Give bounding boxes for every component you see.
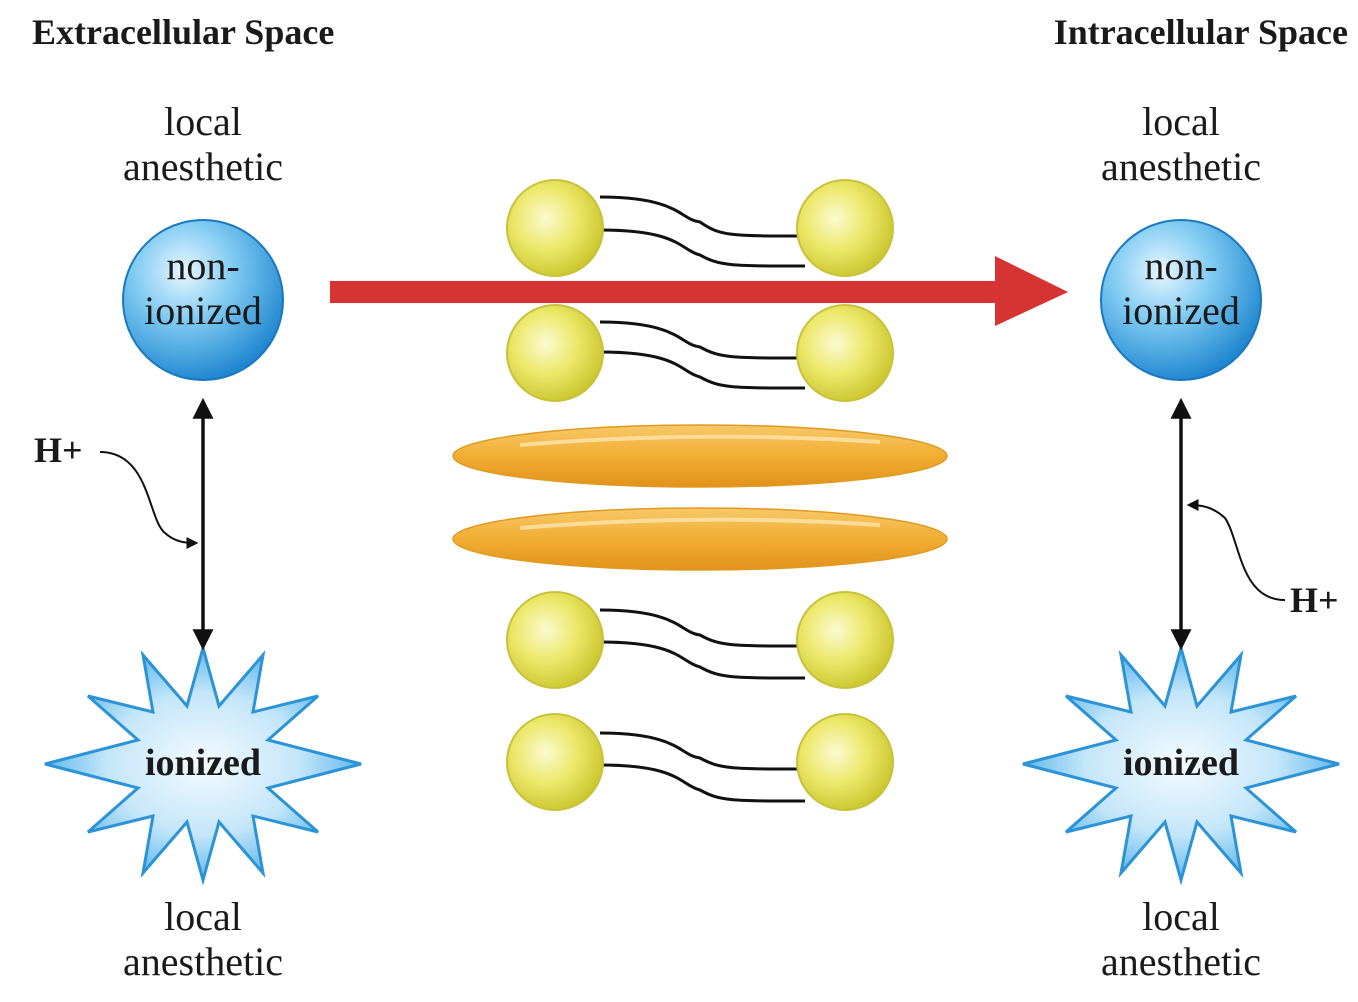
extracellular-title: Extracellular Space — [32, 12, 335, 52]
intracellular-title: Intracellular Space — [1053, 12, 1348, 52]
ionized-star-right — [1022, 642, 1340, 886]
ionized-label-left: ionized — [144, 742, 262, 784]
local-anesthetic-label-top-left: local anesthetic — [123, 99, 283, 189]
non-ionized-label-left: non- ionized — [144, 243, 262, 333]
membrane-ellipse-1 — [452, 424, 948, 488]
lipid-group-1 — [506, 179, 894, 277]
non-ionized-molecule-right — [1100, 219, 1262, 381]
lipid-group-2 — [506, 304, 894, 402]
proton-label-right: H+ — [1290, 580, 1339, 620]
local-anesthetic-label-bottom-left: local anesthetic — [123, 894, 283, 984]
proton-label-left: H+ — [34, 430, 83, 470]
lipid-group-4 — [506, 713, 894, 811]
non-ionized-molecule-left — [122, 219, 284, 381]
proton-pointer-left — [99, 451, 199, 549]
ionized-label-right: ionized — [1122, 742, 1240, 784]
local-anesthetic-label-bottom-right: local anesthetic — [1101, 894, 1261, 984]
proton-pointer-right — [1186, 499, 1286, 601]
ionized-star-left — [44, 642, 362, 886]
diffusion-arrow — [330, 256, 1068, 326]
non-ionized-label-right: non- ionized — [1122, 243, 1240, 333]
local-anesthetic-label-top-right: local anesthetic — [1101, 99, 1261, 189]
membrane-ellipse-2 — [452, 507, 948, 571]
lipid-group-3 — [506, 591, 894, 689]
